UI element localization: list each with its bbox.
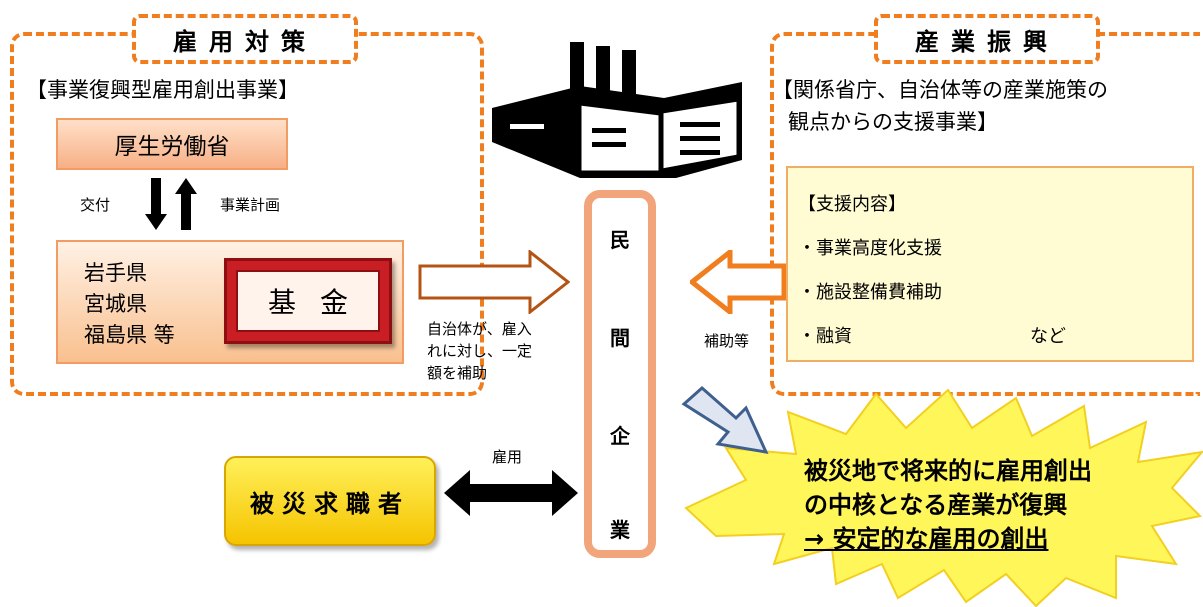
industry-program-line1: 【関係省庁、自治体等の産業施策の xyxy=(772,78,1108,102)
factory-icon xyxy=(492,42,742,178)
subsidy-note-line3: 額を補助 xyxy=(427,364,488,382)
support-item-1: ・事業高度化支援 xyxy=(798,238,942,259)
left-arrow-icon xyxy=(690,250,786,314)
ministry-box: 厚生労働省 xyxy=(56,118,288,170)
employment-label: 雇用 xyxy=(492,448,523,466)
flow-grant-label: 交付 xyxy=(80,196,111,214)
outcome-line2: の中核となる産業が復興 xyxy=(804,491,1068,519)
company-char-2: 間 xyxy=(610,326,630,350)
company-char-1: 民 xyxy=(610,228,630,252)
prefecture-list: 岩手県 宮城県 福島県 等 xyxy=(84,258,175,351)
support-title: 【支援内容】 xyxy=(798,194,906,215)
outcome-line3: → 安定的な雇用の創出 xyxy=(804,525,1049,553)
subsidy-note-line2: れに対し、一定 xyxy=(427,342,533,360)
subsidy-note-line1: 自治体が、雇入 xyxy=(427,320,532,338)
prefecture-iwate: 岩手県 xyxy=(84,261,147,285)
company-char-3: 企 xyxy=(610,424,630,448)
support-item-3: ・融資 xyxy=(798,326,852,347)
diagonal-arrow-icon xyxy=(681,386,769,454)
industry-program-title: 【関係省庁、自治体等の産業施策の 観点からの支援事業】 xyxy=(772,74,1108,138)
outcome-line1: 被災地で将来的に雇用創出 xyxy=(804,457,1092,485)
outcome-text: 被災地で将来的に雇用創出 の中核となる産業が復興 → 安定的な雇用の創出 xyxy=(804,454,1092,556)
employment-program-title: 【事業復興型雇用創出事業】 xyxy=(26,78,299,102)
right-arrow-icon xyxy=(418,250,570,314)
subsidy-note: 自治体が、雇入 れに対し、一定 額を補助 xyxy=(427,318,532,384)
ministry-label: 厚生労働省 xyxy=(114,134,230,160)
down-arrow-icon xyxy=(145,178,167,230)
company-char-4: 業 xyxy=(610,518,630,542)
employment-tag: 雇用対策 xyxy=(132,14,358,64)
private-company-box: 民 間 企 業 xyxy=(584,190,656,558)
up-arrow-icon xyxy=(175,178,197,230)
support-box: 【支援内容】 ・事業高度化支援 ・施設整備費補助 ・融資 など xyxy=(786,166,1194,362)
fund-box: 基金 xyxy=(224,258,392,344)
subsidy-label: 補助等 xyxy=(704,332,750,350)
support-etc: など xyxy=(1030,326,1066,347)
prefecture-miyagi: 宮城県 xyxy=(84,292,147,316)
flow-plan-label: 事業計画 xyxy=(220,196,281,214)
industry-tag: 産業振興 xyxy=(874,14,1100,64)
starburst-icon xyxy=(684,388,1203,607)
support-item-2: ・施設整備費補助 xyxy=(798,282,942,303)
industry-program-line2: 観点からの支援事業】 xyxy=(788,110,998,134)
job-seeker-box: 被災求職者 xyxy=(224,456,436,546)
prefecture-box: 岩手県 宮城県 福島県 等 基金 xyxy=(56,240,404,364)
prefecture-fukushima: 福島県 等 xyxy=(84,323,175,347)
double-arrow-icon xyxy=(444,470,578,516)
fund-label: 基金 xyxy=(236,270,380,332)
